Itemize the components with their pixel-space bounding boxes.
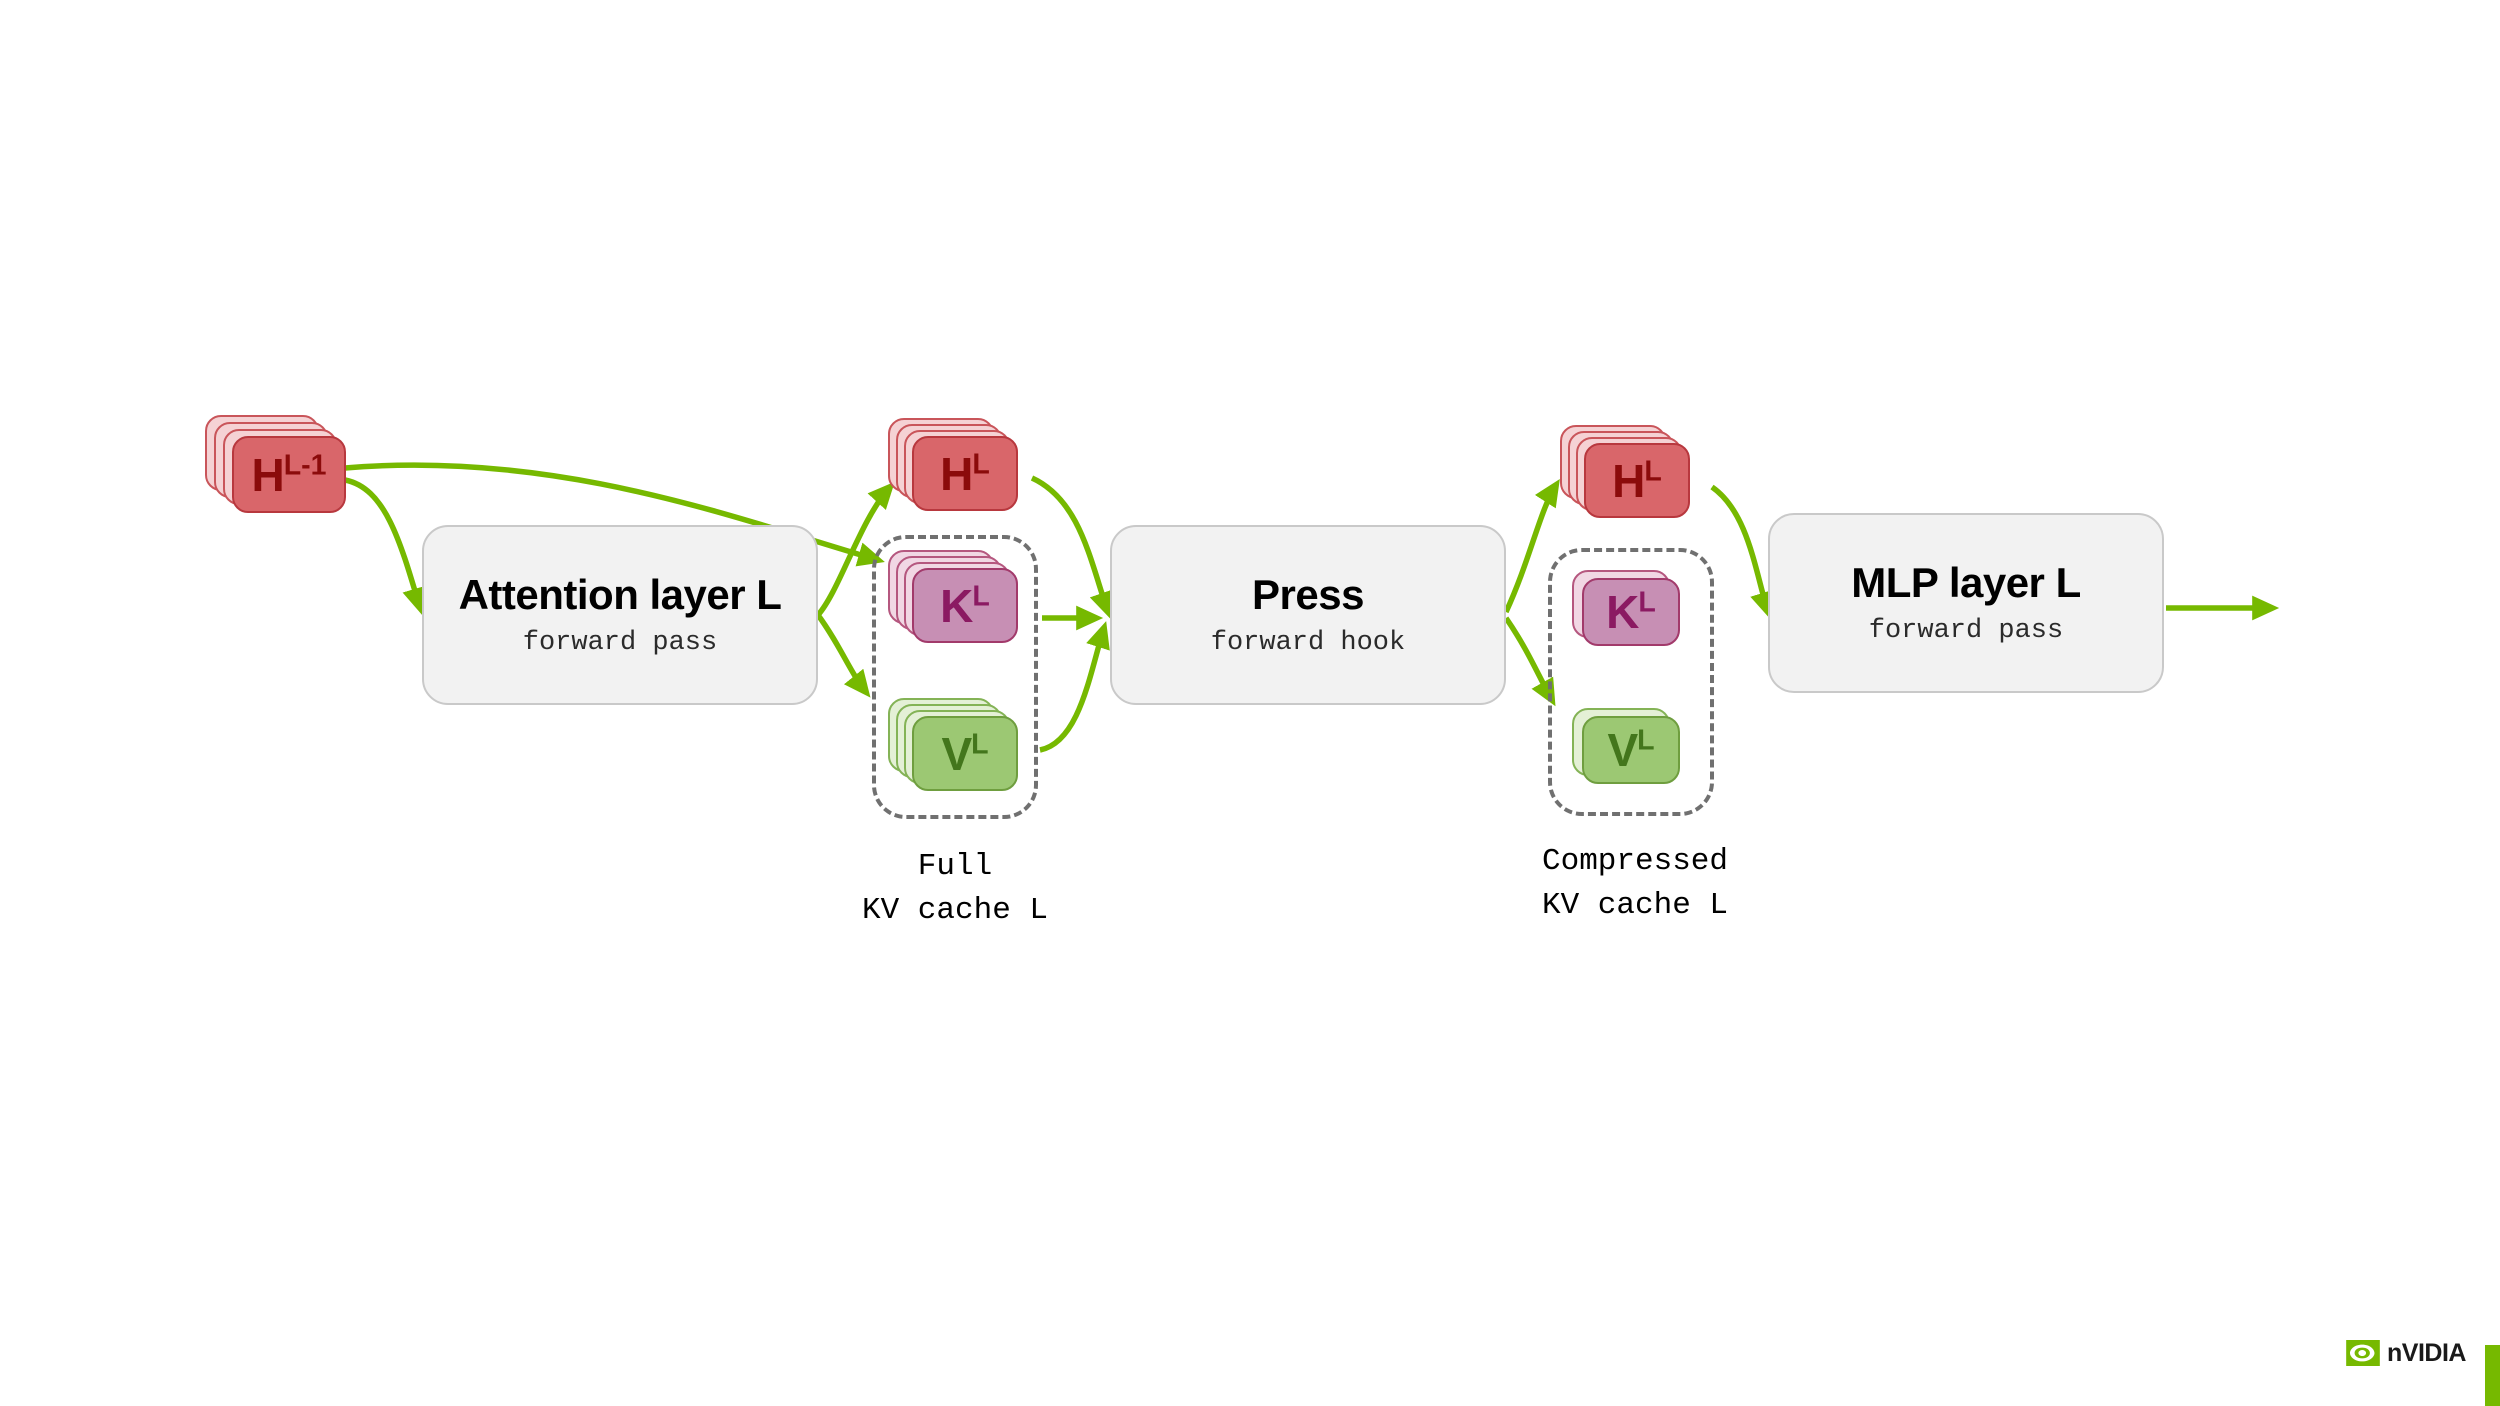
nvidia-wordmark: nVIDIA	[2387, 1338, 2466, 1367]
tensor-card-front: VL	[912, 716, 1018, 791]
tensor-input-hidden-state[interactable]: HL-1	[205, 415, 346, 513]
tensor-compressed-values[interactable]: VL	[1572, 708, 1692, 794]
tensor-label: HL-1	[251, 448, 327, 501]
tensor-card-front: HL	[1584, 443, 1690, 518]
tensor-card-front: HL	[912, 436, 1018, 511]
nvidia-eye-icon	[2346, 1340, 2380, 1366]
full-kv-cache-group	[872, 535, 1038, 819]
arrow-values-to-press	[1039, 621, 1110, 753]
mlp-layer-box[interactable]: MLP layer L forward pass	[1768, 513, 2164, 693]
tensor-label: HL	[940, 447, 990, 500]
press-title: Press	[1252, 571, 1364, 619]
arrow-comp-hidden-to-mlp	[1710, 484, 1774, 619]
full-kv-cache-caption: Full KV cache L	[861, 849, 1049, 929]
tensor-card-front: KL	[912, 568, 1018, 643]
brand-accent-bar	[2485, 1345, 2500, 1406]
attention-layer-box[interactable]: Attention layer L forward pass	[422, 525, 818, 705]
tensor-superscript: L	[972, 580, 990, 613]
tensor-full-values[interactable]: VL	[888, 698, 1020, 794]
tensor-full-hidden-state[interactable]: HL	[888, 418, 1020, 514]
tensor-card-front: HL-1	[232, 436, 346, 513]
tensor-superscript: L	[972, 448, 990, 481]
tensor-superscript: L	[971, 728, 989, 761]
arrow-attention-to-kv	[815, 613, 871, 698]
tensor-superscript: L	[1644, 455, 1662, 488]
attention-layer-subtitle: forward pass	[522, 627, 718, 658]
tensor-card-front: VL	[1582, 716, 1680, 784]
tensor-label: VL	[1607, 724, 1655, 776]
tensor-full-keys[interactable]: KL	[888, 550, 1020, 646]
tensor-superscript: L	[1638, 586, 1656, 619]
tensor-label: KL	[1606, 586, 1656, 638]
tensor-label: VL	[941, 727, 989, 780]
tensor-compressed-hidden-state[interactable]: HL	[1560, 425, 1692, 521]
mlp-layer-title: MLP layer L	[1851, 559, 2081, 607]
tensor-label: KL	[940, 579, 990, 632]
compressed-kv-cache-group	[1548, 548, 1714, 816]
tensor-compressed-keys[interactable]: KL	[1572, 570, 1692, 656]
attention-layer-title: Attention layer L	[458, 571, 782, 619]
tensor-superscript: L-1	[283, 449, 327, 482]
press-box[interactable]: Press forward hook	[1110, 525, 1506, 705]
arrow-hidden-to-press	[1030, 475, 1114, 619]
arrow-input-to-attention	[344, 477, 427, 615]
tensor-card-front: KL	[1582, 578, 1680, 646]
compressed-kv-cache-caption: Compressed KV cache L	[1541, 844, 1729, 924]
nvidia-logo: nVIDIA	[2346, 1340, 2466, 1366]
tensor-superscript: L	[1637, 724, 1655, 757]
press-subtitle: forward hook	[1210, 627, 1406, 658]
tensor-label: HL	[1612, 454, 1662, 507]
arrow-press-to-comp-kv	[1503, 616, 1556, 707]
mlp-layer-subtitle: forward pass	[1868, 615, 2064, 646]
